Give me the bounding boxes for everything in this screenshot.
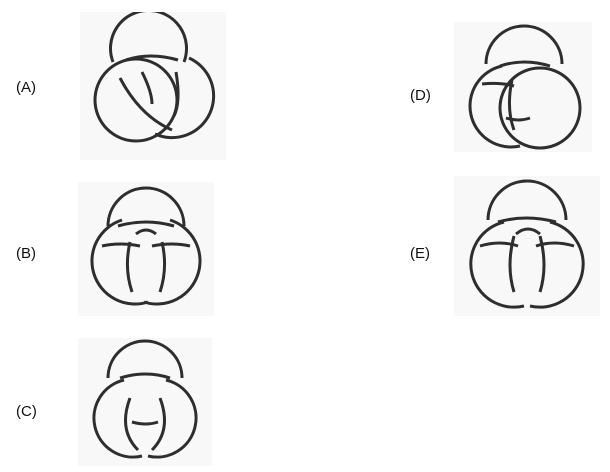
option-b-label: (B) xyxy=(16,245,36,262)
option-b-figure[interactable] xyxy=(78,182,214,316)
option-c-figure[interactable] xyxy=(78,338,212,466)
knot-diagram-b xyxy=(90,186,202,306)
option-a-label: (A) xyxy=(16,79,36,96)
option-e-label: (E) xyxy=(410,245,430,262)
option-c-label: (C) xyxy=(16,403,37,420)
knot-diagram-a xyxy=(93,12,216,143)
knot-diagram-e xyxy=(469,179,585,309)
knot-diagram-c xyxy=(92,339,198,459)
knot-diagram-d xyxy=(468,24,582,150)
option-a-figure[interactable] xyxy=(80,12,226,160)
option-e-figure[interactable] xyxy=(454,176,600,316)
option-d-figure[interactable] xyxy=(454,22,592,152)
option-d-label: (D) xyxy=(410,87,431,104)
